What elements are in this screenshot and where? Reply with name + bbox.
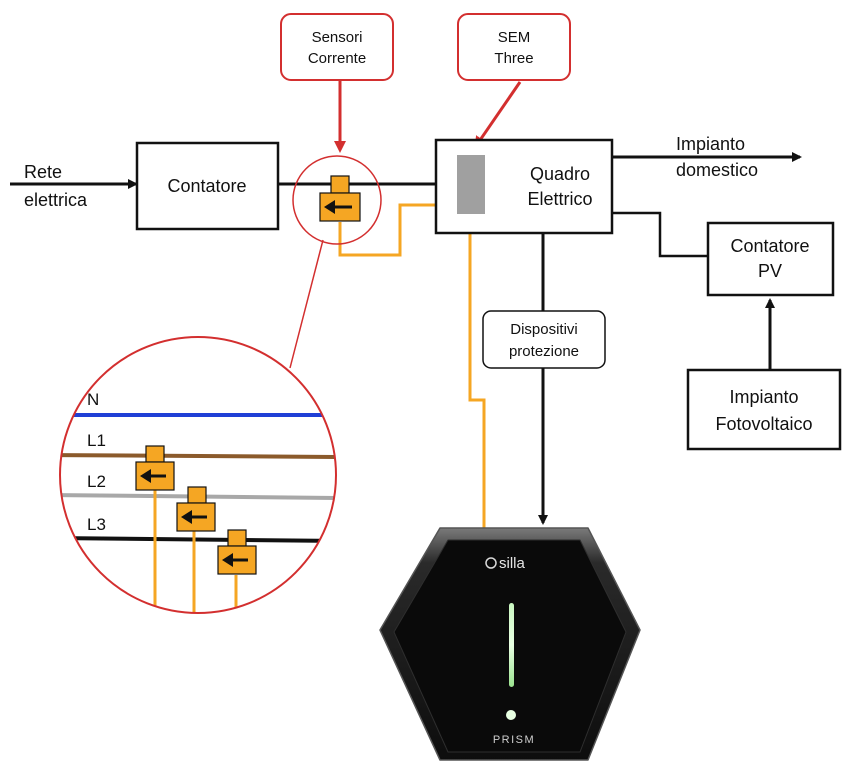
main-power-line (10, 152, 802, 525)
phase-label-n: N (87, 390, 99, 409)
current-sensor-icon (319, 175, 361, 222)
charger-model-label: PRISM (493, 734, 535, 746)
sensori-corrente-callout: Sensori Corrente (280, 13, 394, 81)
l1-line (60, 453, 336, 459)
contatore-box (135, 141, 280, 231)
svg-text:Three: Three (494, 50, 533, 67)
impianto-domestico-label-2: domestico (676, 160, 758, 180)
contatore-pv-label-1: Contatore (730, 236, 809, 256)
sem-three-callout: SEM Three (457, 13, 571, 81)
sensor-wires (338, 203, 486, 528)
svg-text:Corrente: Corrente (308, 50, 366, 67)
rete-label-1: Rete (24, 162, 62, 182)
dispositivi-protezione-box (482, 310, 606, 369)
protezione-label-2: protezione (509, 343, 579, 360)
quadro-label-1: Quadro (530, 164, 590, 184)
l2-sensor-icon (176, 486, 216, 532)
contatore-pv-box (706, 221, 835, 297)
sensor-highlight-circle (292, 155, 382, 245)
impianto-domestico-label-1: Impianto (676, 134, 745, 154)
rete-label-2: elettrica (24, 190, 88, 210)
silla-logo: silla (485, 555, 525, 572)
contatore-label: Contatore (167, 176, 246, 196)
contatore-pv-label-2: PV (758, 261, 782, 281)
sem-three-module (457, 155, 485, 214)
svg-text:silla: silla (499, 555, 525, 572)
fotovoltaico-label-2: Fotovoltaico (715, 414, 812, 434)
fotovoltaico-box (686, 368, 842, 451)
phase-label-l3: L3 (87, 515, 106, 534)
charger-led-strip (509, 603, 514, 687)
silla-prism-charger: silla PRISM (379, 527, 641, 761)
l1-sensor-icon (135, 445, 175, 491)
phase-label-l2: L2 (87, 472, 106, 491)
fotovoltaico-label-1: Impianto (729, 387, 798, 407)
quadro-label-2: Elettrico (527, 189, 592, 209)
phase-label-l1: L1 (87, 431, 106, 450)
svg-text:SEM: SEM (498, 29, 531, 46)
zoom-connector-line (289, 239, 324, 369)
svg-text:Sensori: Sensori (312, 29, 363, 46)
charger-status-led (506, 710, 516, 720)
protezione-label-1: Dispositivi (510, 321, 578, 338)
l3-sensor-icon (217, 529, 257, 575)
sem-callout-arrow (474, 81, 522, 149)
phase-zoom-detail: N L1 L2 L3 (59, 336, 337, 614)
